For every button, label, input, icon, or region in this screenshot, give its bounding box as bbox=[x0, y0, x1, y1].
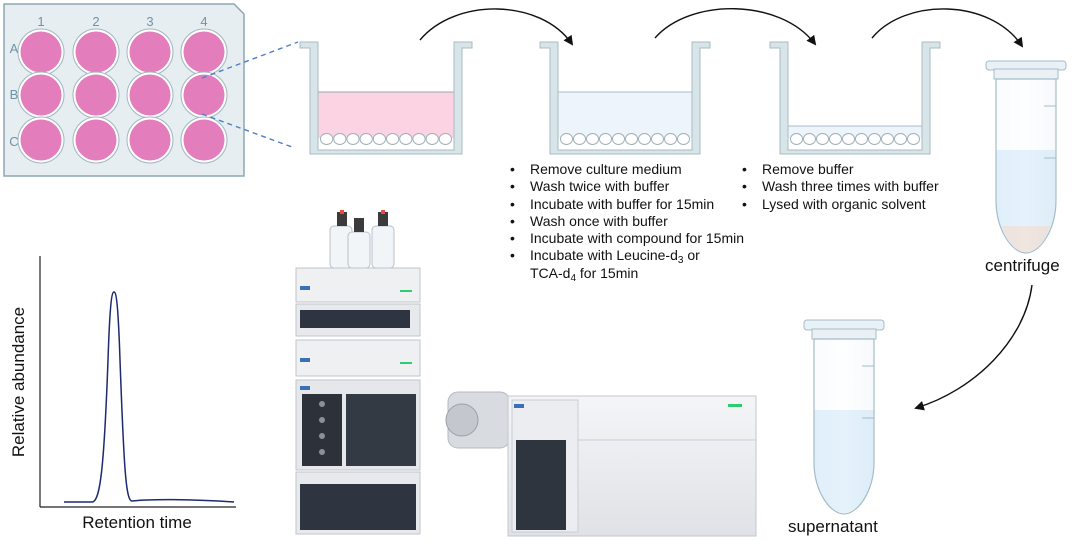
cell bbox=[586, 133, 599, 145]
transwell-2 bbox=[539, 41, 711, 155]
plate-well bbox=[129, 74, 171, 116]
step-item: Wash once with buffer bbox=[508, 213, 748, 231]
plate-well bbox=[75, 119, 117, 161]
plate-well bbox=[183, 74, 225, 116]
cell bbox=[346, 133, 360, 145]
cell bbox=[790, 133, 803, 145]
zoom-line bbox=[201, 113, 293, 148]
step-item: Remove buffer bbox=[740, 161, 970, 179]
y-axis-label: Relative abundance bbox=[9, 307, 28, 457]
step-item: Incubate with buffer for 15min bbox=[508, 196, 748, 214]
plate-col-label: 3 bbox=[146, 14, 153, 29]
step-text: Incubate with Leucine-d bbox=[530, 247, 678, 264]
step-subscript: 3 bbox=[677, 255, 684, 267]
cell bbox=[677, 133, 690, 145]
well-plate: 1 2 3 4 A B C bbox=[3, 3, 245, 177]
transwell-1 bbox=[299, 41, 473, 155]
hplc-system bbox=[295, 210, 421, 535]
chromatogram-trace bbox=[64, 291, 235, 503]
transwell-3 bbox=[769, 41, 941, 155]
plate-well bbox=[129, 31, 171, 73]
supernatant-label: supernatant bbox=[788, 517, 878, 536]
cell bbox=[907, 133, 920, 145]
plate-well bbox=[20, 31, 62, 73]
plate-well bbox=[183, 119, 225, 161]
step-arrow bbox=[914, 284, 1033, 411]
plate-row-label: A bbox=[10, 41, 19, 56]
cell bbox=[599, 133, 612, 145]
plate-col-label: 1 bbox=[37, 14, 44, 29]
step-arrow bbox=[654, 8, 817, 46]
cell bbox=[412, 133, 426, 145]
cell bbox=[816, 133, 829, 145]
mass-spectrometer bbox=[445, 391, 757, 537]
plate-well bbox=[183, 31, 225, 73]
steps-right-list: Remove buffer Wash three times with buff… bbox=[740, 161, 970, 213]
step-arrow bbox=[419, 8, 574, 46]
step-item: Wash twice with buffer bbox=[508, 178, 748, 196]
cell bbox=[638, 133, 651, 145]
cell bbox=[829, 133, 842, 145]
cell bbox=[573, 133, 586, 145]
cell bbox=[333, 133, 347, 145]
step-arrow bbox=[871, 8, 1024, 48]
cell bbox=[625, 133, 638, 145]
step-text: for 15min bbox=[576, 264, 639, 281]
cell bbox=[386, 133, 400, 145]
cell bbox=[881, 133, 894, 145]
step-text: or bbox=[683, 247, 700, 264]
cell bbox=[438, 133, 452, 145]
plate-col-label: 2 bbox=[92, 14, 99, 29]
plate-col-label: 4 bbox=[200, 14, 207, 29]
plate-well bbox=[20, 74, 62, 116]
step-item: Incubate with compound for 15min bbox=[508, 230, 748, 248]
cell bbox=[359, 133, 373, 145]
cell bbox=[664, 133, 677, 145]
plate-well bbox=[129, 119, 171, 161]
cell bbox=[560, 133, 573, 145]
step-item: Remove culture medium bbox=[508, 161, 748, 179]
plate-wells bbox=[17, 28, 228, 164]
step-text: TCA-d bbox=[530, 264, 571, 281]
cell bbox=[842, 133, 855, 145]
zoom-line bbox=[201, 41, 299, 79]
x-axis-label: Retention time bbox=[82, 513, 192, 532]
chromatogram bbox=[39, 256, 236, 508]
cell bbox=[372, 133, 386, 145]
cell bbox=[612, 133, 625, 145]
steps-left-list: Remove culture medium Wash twice with bu… bbox=[508, 161, 748, 284]
cell bbox=[868, 133, 881, 145]
cell bbox=[803, 133, 816, 145]
supernatant-tube bbox=[803, 319, 885, 515]
plate-row-label: B bbox=[10, 87, 19, 102]
centrifuge-label: centrifuge bbox=[985, 256, 1060, 275]
cell bbox=[399, 133, 413, 145]
step-item: Lysed with organic solvent bbox=[740, 196, 970, 214]
step-item: Wash three times with buffer bbox=[740, 178, 970, 196]
plate-well bbox=[20, 119, 62, 161]
step-subscript: 4 bbox=[570, 272, 577, 284]
cell bbox=[855, 133, 868, 145]
cell bbox=[894, 133, 907, 145]
cell bbox=[320, 133, 334, 145]
plate-well bbox=[75, 31, 117, 73]
centrifuge-tube bbox=[985, 60, 1067, 254]
cell bbox=[651, 133, 664, 145]
plate-well bbox=[75, 74, 117, 116]
cell bbox=[425, 133, 439, 145]
plate-row-label: C bbox=[9, 134, 18, 149]
